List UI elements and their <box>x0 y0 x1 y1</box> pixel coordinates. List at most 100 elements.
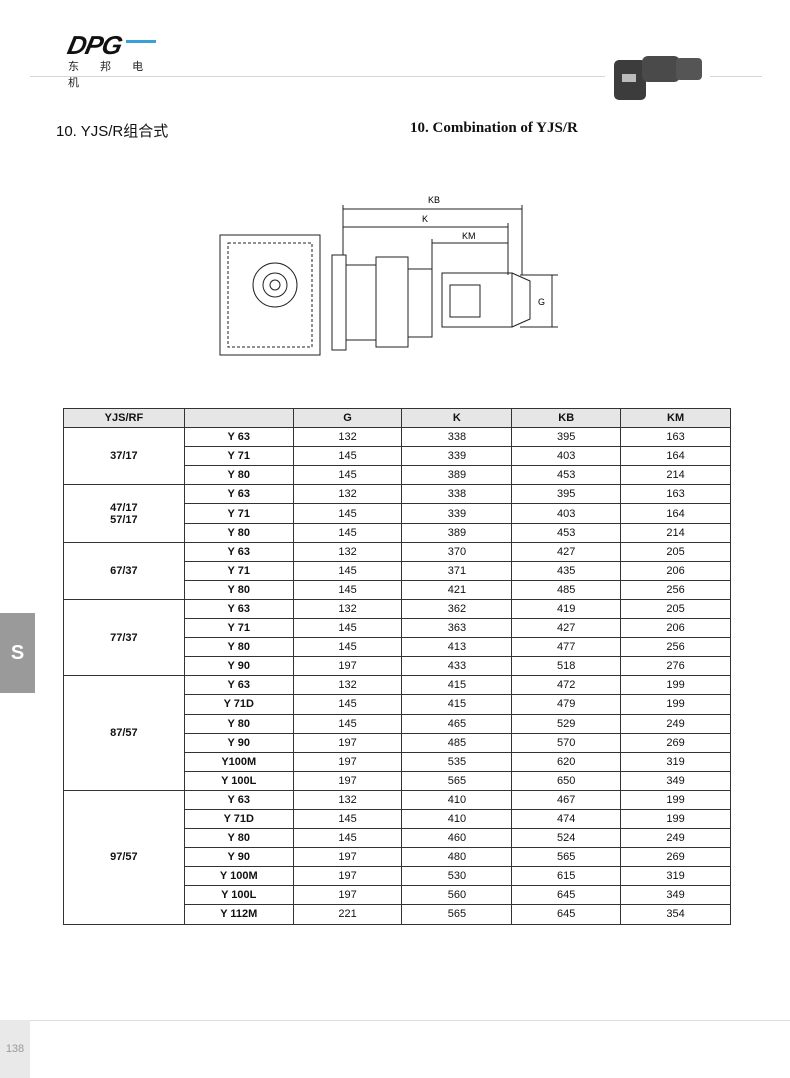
k-cell: 413 <box>401 637 513 658</box>
table-header-row: YJS/RF G K KB KM <box>63 407 731 429</box>
k-cell: 485 <box>401 732 513 753</box>
k-cell: 410 <box>401 808 513 830</box>
g-cell: 145 <box>292 446 403 467</box>
k-cell: 338 <box>401 484 513 505</box>
km-cell: 163 <box>620 427 731 448</box>
g-cell: 197 <box>292 866 403 887</box>
motor-cell: Y 90 <box>183 732 294 753</box>
kb-cell: 453 <box>511 522 622 543</box>
km-cell: 269 <box>620 847 731 868</box>
km-cell: 206 <box>620 560 731 581</box>
dim-label-kb: KB <box>428 195 440 205</box>
kb-cell: 645 <box>511 885 622 906</box>
group-cell: 37/17 <box>63 427 185 486</box>
kb-cell: 479 <box>511 694 622 715</box>
motor-cell: Y 71 <box>183 618 294 639</box>
header-km: KM <box>620 407 731 429</box>
k-cell: 370 <box>401 541 513 562</box>
kb-cell: 645 <box>511 904 622 925</box>
motor-cell: Y 63 <box>183 675 294 696</box>
k-cell: 389 <box>401 465 513 486</box>
k-cell: 363 <box>401 618 513 639</box>
km-cell: 163 <box>620 484 731 505</box>
kb-cell: 395 <box>511 484 622 505</box>
company-logo: DPG 东 邦 电 机 <box>64 30 158 90</box>
kb-cell: 529 <box>511 713 622 734</box>
motor-cell: Y 71 <box>183 446 294 467</box>
kb-cell: 395 <box>511 427 622 448</box>
header-g: G <box>292 407 403 429</box>
kb-cell: 403 <box>511 503 622 524</box>
section-tab-s: S <box>0 613 35 693</box>
motor-cell: Y 71 <box>183 503 294 524</box>
km-cell: 249 <box>620 828 731 849</box>
g-cell: 132 <box>292 675 403 696</box>
g-cell: 145 <box>292 522 403 543</box>
g-cell: 197 <box>292 885 403 906</box>
km-cell: 199 <box>620 808 731 830</box>
k-cell: 535 <box>401 751 513 772</box>
g-cell: 132 <box>292 598 403 620</box>
motor-cell: Y 63 <box>183 541 294 562</box>
group-cell: 87/57 <box>63 675 185 791</box>
km-cell: 256 <box>620 579 731 600</box>
header-motor <box>183 407 294 429</box>
dim-label-km: KM <box>462 231 476 241</box>
group-cell: 77/37 <box>63 598 185 677</box>
motor-cell: Y 90 <box>183 847 294 868</box>
km-cell: 249 <box>620 713 731 734</box>
motor-cell: Y 63 <box>183 598 294 620</box>
g-cell: 145 <box>292 808 403 830</box>
page-number: 138 <box>0 1020 30 1078</box>
k-cell: 415 <box>401 675 513 696</box>
motor-cell: Y 100L <box>183 770 294 791</box>
km-cell: 205 <box>620 541 731 562</box>
k-cell: 560 <box>401 885 513 906</box>
motor-cell: Y 63 <box>183 484 294 505</box>
km-cell: 319 <box>620 866 731 887</box>
g-cell: 145 <box>292 637 403 658</box>
kb-cell: 472 <box>511 675 622 696</box>
g-cell: 145 <box>292 579 403 600</box>
g-cell: 132 <box>292 789 403 810</box>
k-cell: 338 <box>401 427 513 448</box>
k-cell: 465 <box>401 713 513 734</box>
km-cell: 354 <box>620 904 731 925</box>
kb-cell: 467 <box>511 789 622 810</box>
kb-cell: 565 <box>511 847 622 868</box>
section-title-cn: 10. YJS/R组合式 <box>56 123 169 140</box>
km-cell: 256 <box>620 637 731 658</box>
k-cell: 371 <box>401 560 513 581</box>
footer-divider <box>30 1020 790 1021</box>
g-cell: 145 <box>292 618 403 639</box>
header-yjs-rf: YJS/RF <box>63 407 185 429</box>
k-cell: 339 <box>401 446 513 467</box>
logo-subtitle: 东 邦 电 机 <box>68 61 153 89</box>
k-cell: 339 <box>401 503 513 524</box>
g-cell: 197 <box>292 847 403 868</box>
g-cell: 197 <box>292 656 403 677</box>
motor-cell: Y 80 <box>183 579 294 600</box>
motor-cell: Y 112M <box>183 904 294 925</box>
kb-cell: 485 <box>511 579 622 600</box>
k-cell: 480 <box>401 847 513 868</box>
km-cell: 269 <box>620 732 731 753</box>
logo-mark: DPG <box>64 30 125 60</box>
kb-cell: 453 <box>511 465 622 486</box>
motor-cell: Y 71D <box>183 694 294 715</box>
k-cell: 415 <box>401 694 513 715</box>
km-cell: 206 <box>620 618 731 639</box>
dim-label-k: K <box>422 214 428 224</box>
g-cell: 145 <box>292 560 403 581</box>
